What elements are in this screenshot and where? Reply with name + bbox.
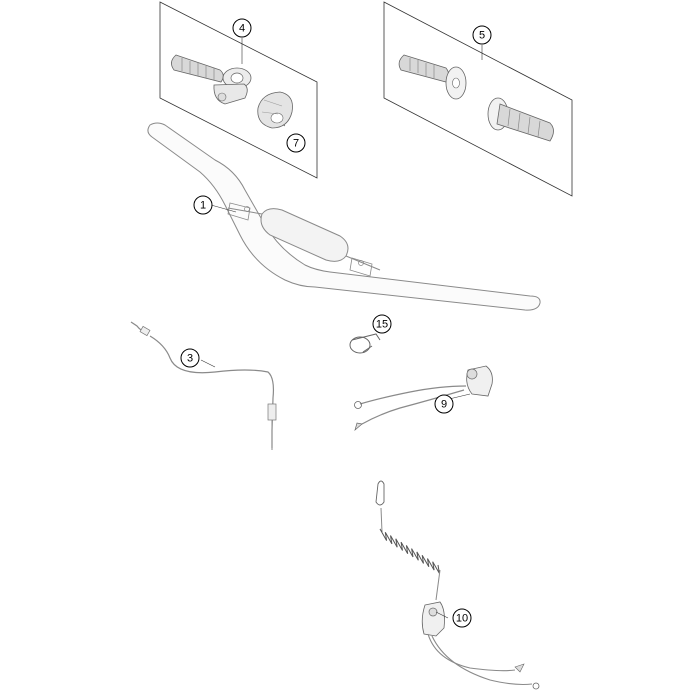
- grip-flange: [445, 66, 467, 100]
- callout-3: 3: [180, 348, 200, 368]
- lanyard-switch: [375, 480, 540, 690]
- callout-7: 7: [286, 133, 306, 153]
- callout-circle: [452, 608, 472, 628]
- callout-circle: [180, 348, 200, 368]
- callout-5: 5: [472, 25, 492, 45]
- callout-circle: [232, 18, 252, 38]
- callout-9: 9: [434, 394, 454, 414]
- callout-circle: [193, 195, 213, 215]
- coiled-cord: [379, 528, 440, 574]
- callout-number: 4: [239, 23, 245, 35]
- callout-number: 9: [441, 399, 447, 411]
- callout-circle: [372, 314, 392, 334]
- callout-10: 10: [452, 608, 472, 628]
- callout-number: 10: [456, 613, 468, 625]
- throttle-grip: [171, 54, 224, 83]
- callout-15: 15: [372, 314, 392, 334]
- callout-circle: [434, 394, 454, 414]
- left-grip: [398, 54, 449, 83]
- callout-circle: [286, 133, 306, 153]
- callout-number: 15: [376, 319, 388, 331]
- callout-circle: [472, 25, 492, 45]
- callout-number: 3: [187, 353, 193, 365]
- callout-number: 7: [293, 138, 299, 150]
- grip-assembly-box: [159, 1, 318, 179]
- callout-4: 4: [232, 18, 252, 38]
- grip-set-box: [383, 1, 573, 197]
- handlebar: [147, 122, 541, 311]
- throttle-housing: [213, 67, 252, 105]
- right-grip: [487, 97, 554, 142]
- callout-number: 1: [200, 200, 206, 212]
- cable-tie: [349, 333, 381, 354]
- kill-switch: [354, 365, 493, 432]
- callout-1: 1: [193, 195, 213, 215]
- throttle-cable: [130, 321, 277, 450]
- housing-cover: [257, 91, 293, 129]
- callout-layer: 4 7 5 1 3 15 9 10: [180, 18, 492, 628]
- callout-number: 5: [479, 30, 485, 42]
